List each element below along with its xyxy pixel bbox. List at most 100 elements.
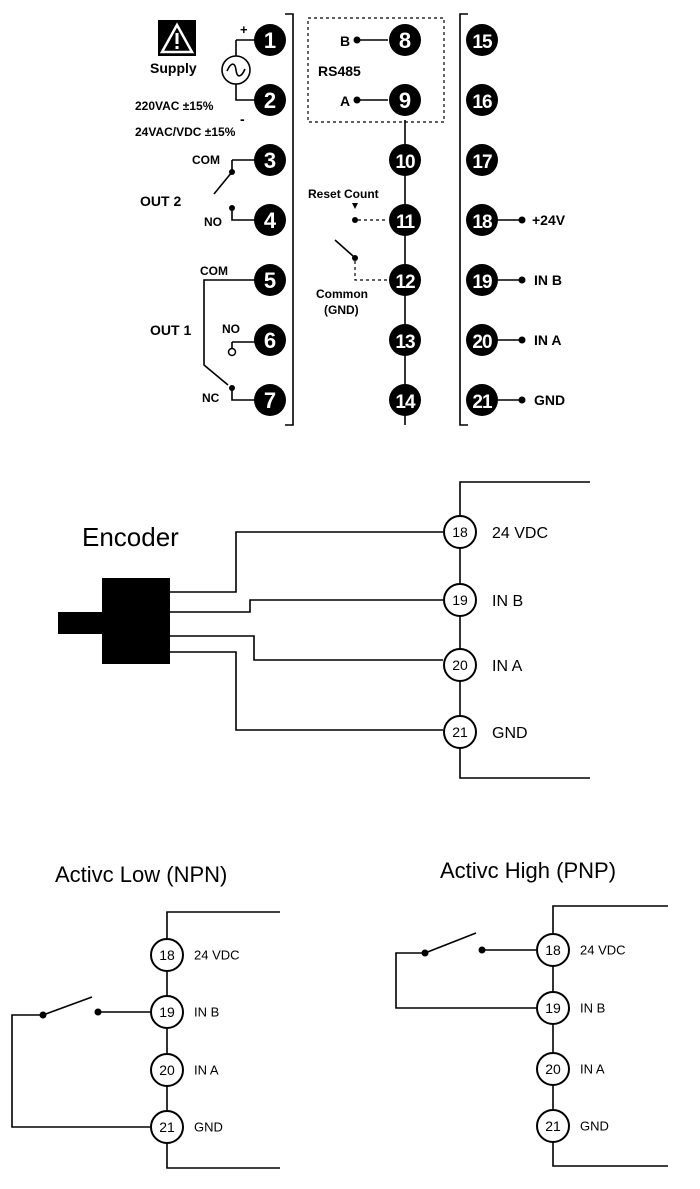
terminal-ring — [443, 515, 477, 549]
terminal-dot — [466, 384, 498, 416]
npn-switch — [42, 996, 93, 1016]
terminal-label: 24 VDC — [580, 943, 626, 958]
supply-minus: - — [240, 111, 245, 127]
terminal-7: 7 — [254, 384, 286, 416]
terminal-label: 24 VDC — [194, 948, 240, 963]
terminal-ring — [150, 938, 184, 972]
npn-rail-bottom — [166, 1143, 280, 1169]
terminal-label: IN A — [492, 658, 523, 675]
rs485-box — [307, 17, 445, 123]
out1-no: NO — [222, 322, 240, 336]
out1-label: OUT 1 — [150, 322, 191, 338]
rs485-a: A — [340, 93, 350, 109]
common-contact — [352, 255, 358, 261]
terminal-label: GND — [580, 1119, 609, 1134]
rs485-label: RS485 — [318, 63, 361, 79]
terminal-21: 21 — [466, 384, 498, 416]
terminal-dot — [254, 24, 286, 56]
terminal-18: 18 — [466, 204, 498, 236]
npn-switch-dot-b — [94, 1008, 102, 1016]
terminal-number: 11 — [396, 212, 416, 233]
terminal-dot — [389, 204, 421, 236]
ina-label: IN A — [534, 332, 561, 348]
terminal-number: 17 — [472, 152, 492, 173]
encoder-wire-18 — [170, 531, 443, 593]
encoder-body — [102, 578, 170, 664]
terminal-number: 8 — [399, 28, 411, 53]
pnp-switch — [424, 932, 477, 954]
terminal-number: 20 — [472, 332, 492, 353]
terminal-dot — [466, 144, 498, 176]
terminal-number: 19 — [545, 1000, 561, 1016]
terminal-ring — [536, 1052, 570, 1086]
terminal-number: 10 — [395, 152, 415, 173]
encoder-wire-20 — [170, 635, 443, 661]
out2-contact-no — [229, 205, 235, 211]
terminal-9: 9 — [389, 84, 421, 116]
ina-dot — [518, 336, 526, 344]
left-block-outline — [285, 13, 294, 426]
plus24v-dot — [518, 216, 526, 224]
terminal-number: 14 — [395, 392, 416, 413]
terminal-11: 11 — [389, 204, 421, 236]
terminal-6: 6 — [254, 324, 286, 356]
terminal-dot — [254, 84, 286, 116]
common-gnd-label: (GND) — [324, 303, 359, 317]
terminal-number: 21 — [545, 1118, 561, 1134]
warning-icon — [158, 20, 196, 56]
terminal-17: 17 — [466, 144, 498, 176]
terminal-number: 21 — [159, 1119, 175, 1135]
right-block-outline — [459, 13, 468, 426]
terminal-label: IN A — [194, 1063, 219, 1078]
terminal-dot — [254, 204, 286, 236]
terminal-label: IN B — [194, 1005, 219, 1020]
terminal-number: 19 — [472, 272, 492, 293]
terminal-19: 19 — [466, 264, 498, 296]
terminal-dot — [254, 264, 286, 296]
terminal-2: 2 — [254, 84, 286, 116]
gnd-dot — [518, 396, 526, 404]
ac-source-icon — [221, 55, 251, 85]
out2-no: NO — [204, 215, 222, 229]
terminal-dot — [389, 324, 421, 356]
encoder-wire-21 — [170, 651, 443, 731]
terminal-ring — [150, 1053, 184, 1087]
npn-return-wire — [11, 1014, 150, 1128]
terminal-number: 7 — [264, 388, 276, 413]
reset-arrow-icon — [352, 203, 358, 209]
pnp-title: Activc High (PNP) — [440, 858, 616, 883]
encoder-shaft — [58, 612, 102, 634]
npn-terminal-19: 19 IN B — [150, 995, 219, 1029]
terminal-dot — [389, 384, 421, 416]
out1-wire — [203, 279, 260, 401]
supply-label: Supply — [150, 60, 197, 76]
terminal-5: 5 — [254, 264, 286, 296]
encoder-rail-bottom — [459, 747, 590, 779]
out1-contact-no — [227, 347, 237, 357]
terminal-block-diagram: RS485 Supply + - 220VAC ±15% 24VAC/VDC ±… — [135, 13, 566, 426]
terminal-ring — [443, 583, 477, 617]
voltage-ac: 220VAC ±15% — [135, 99, 214, 113]
terminal-label: IN B — [492, 593, 523, 610]
terminal-ring — [536, 1109, 570, 1143]
encoder-title: Encoder — [82, 522, 179, 552]
npn-switch-dot-a — [39, 1011, 47, 1019]
voltage-dc: 24VAC/VDC ±15% — [135, 125, 236, 139]
terminal-4: 4 — [254, 204, 286, 236]
terminal-number: 4 — [264, 208, 277, 233]
reset-contact — [352, 217, 358, 223]
out2-contact — [229, 169, 235, 175]
terminal-number: 19 — [159, 1004, 175, 1020]
terminal-number: 16 — [472, 92, 492, 113]
